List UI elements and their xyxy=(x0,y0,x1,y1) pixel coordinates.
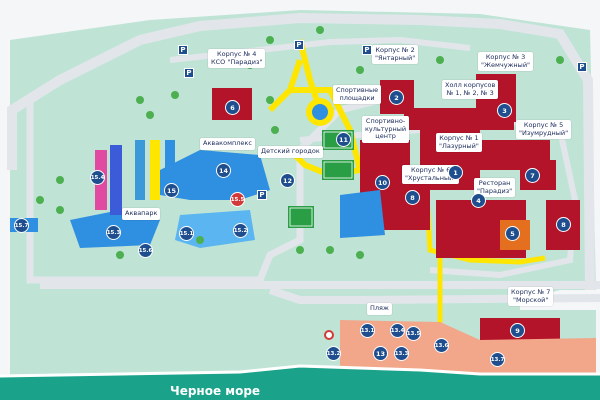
marker-15-3[interactable]: 15.3 xyxy=(106,225,121,240)
marker-15-5[interactable]: 15.5 xyxy=(230,192,245,207)
marker-13-6[interactable]: 13.6 xyxy=(434,338,449,353)
marker-4[interactable]: 4 xyxy=(471,193,486,208)
korpus1-label: Корпус № 1 "Лазурный" xyxy=(436,133,482,152)
marker-13-3[interactable]: 13.3 xyxy=(394,346,409,361)
beach-label: Пляж xyxy=(367,303,392,315)
aquapark-label: Аквапарк xyxy=(122,208,161,220)
marker-15-2[interactable]: 15.2 xyxy=(233,223,248,238)
marker-1[interactable]: 1 xyxy=(448,165,463,180)
marker-3[interactable]: 3 xyxy=(497,103,512,118)
marker-14[interactable]: 14 xyxy=(216,163,231,178)
marker-13-1[interactable]: 13.1 xyxy=(360,323,375,338)
beach-sand xyxy=(340,320,596,378)
marker-15-4[interactable]: 15.4 xyxy=(90,170,105,185)
marker-15-6[interactable]: 15.6 xyxy=(138,243,153,258)
marker-2[interactable]: 2 xyxy=(389,90,404,105)
restaurant-label: Ресторан "Парадиз" xyxy=(474,178,516,197)
marker-10[interactable]: 10 xyxy=(375,175,390,190)
marker-13[interactable]: 13 xyxy=(373,346,388,361)
sportcult-label: Спортивно- культурный центр xyxy=(362,116,410,143)
trees xyxy=(36,26,564,259)
aquacomplex-label: Аквакомплекс xyxy=(200,138,255,150)
marker-13-5[interactable]: 13.5 xyxy=(406,326,421,341)
sea-title: Черное море xyxy=(170,384,261,398)
parking-icon: P xyxy=(178,45,188,55)
marker-11[interactable]: 11 xyxy=(336,132,351,147)
perimeter-road xyxy=(7,12,595,291)
marker-13-7[interactable]: 13.7 xyxy=(490,352,505,367)
parking-icon: P xyxy=(577,62,587,72)
lifebuoy-icon xyxy=(324,330,334,340)
korpus3-label: Корпус № 3 "Жемчужный" xyxy=(478,52,534,71)
parking-icon: P xyxy=(184,68,194,78)
parking-icon: P xyxy=(362,45,372,55)
korpus5-label: Корпус № 5 "Изумрудный" xyxy=(516,120,572,139)
sport-label: Спортивные площадки xyxy=(333,85,382,104)
marker-6[interactable]: 6 xyxy=(225,100,240,115)
marker-13-4[interactable]: 13.4 xyxy=(390,323,405,338)
coast-road xyxy=(40,281,600,304)
aqua-water xyxy=(10,140,519,377)
marker-15[interactable]: 15 xyxy=(164,183,179,198)
marker-9[interactable]: 9 xyxy=(510,323,525,338)
kids-label: Детский городок xyxy=(258,146,323,158)
marker-12[interactable]: 12 xyxy=(280,173,295,188)
marker-15-1[interactable]: 15.1 xyxy=(179,226,194,241)
marker-13-2[interactable]: 13.2 xyxy=(326,346,341,361)
inner-road xyxy=(26,96,381,284)
korpus2-label: Корпус № 2 "Янтарный" xyxy=(372,45,419,64)
holl-label: Холл корпусов № 1, № 2, № 3 xyxy=(442,80,499,99)
marker-8-building[interactable]: 8 xyxy=(556,217,571,232)
marker-8[interactable]: 8 xyxy=(405,190,420,205)
korpus4-label: Корпус № 4 КСО "Парадиз" xyxy=(208,49,266,68)
parking-icon: P xyxy=(294,40,304,50)
parking-icon: P xyxy=(257,190,267,200)
korpus7-label: Корпус № 7 "Морской" xyxy=(508,287,554,306)
marker-7[interactable]: 7 xyxy=(525,168,540,183)
marker-5[interactable]: 5 xyxy=(505,226,520,241)
marker-15-7[interactable]: 15.7 xyxy=(14,218,29,233)
